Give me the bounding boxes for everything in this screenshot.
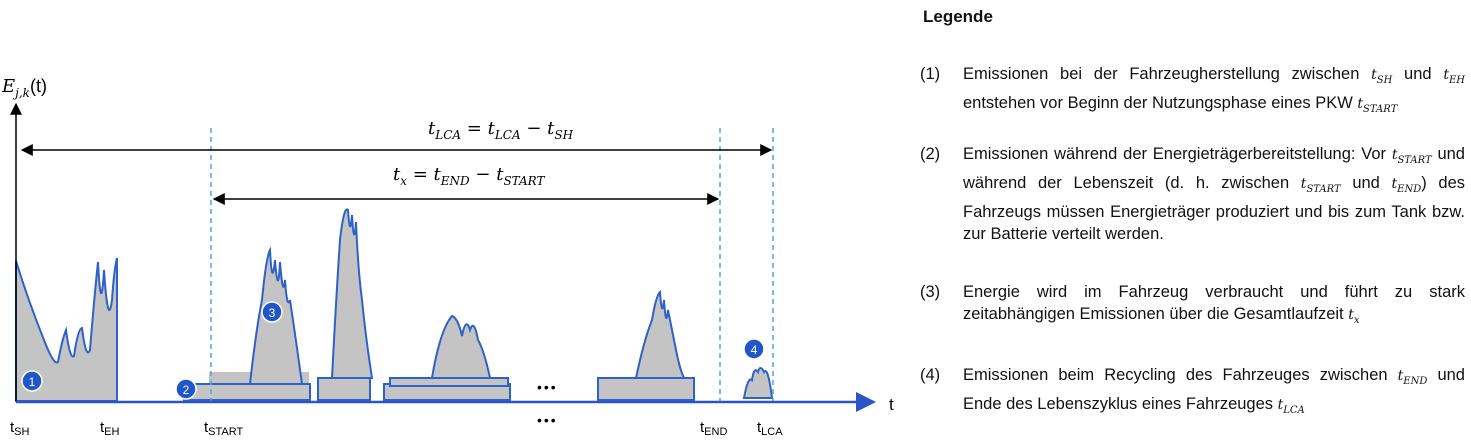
manufacturing-emissions [15,257,118,402]
legend-item-text: Energie wird im Fahrzeug verbraucht und … [963,283,1465,326]
svg-text:4: 4 [751,343,758,357]
tick-label-eh: tEH [100,419,120,438]
usage-emissions [634,289,686,379]
legend-item-number: (4) [920,366,941,384]
legend-item-2: (2) Emissionen während der Energieträger… [920,143,1465,245]
legend-item-text: Emissionen bei der Fahrzeugherstellung z… [963,65,1465,115]
energy-supply-bar [317,377,371,401]
usage-emissions [430,314,492,379]
energy-supply-bar [389,377,509,387]
marker-3: 3 [261,301,283,323]
usage-emissions [330,208,374,379]
energy-supply-bar [597,377,695,401]
tick-label-sh: tSH [10,419,30,438]
lifecycle-emission-diagram: tLCA = tLCA − tSH tx = tEND − tSTART Ej,… [1,76,894,438]
x-axis-label: t [889,395,894,414]
y-axis-label: Ej,k(t) [1,76,47,100]
ellipsis-top: ••• [537,379,558,395]
legend-item-3: (3) Energie wird im Fahrzeug verbraucht … [920,281,1465,332]
marker-4: 4 [743,338,765,360]
legend-item-number: (3) [920,283,941,301]
time-guides [210,128,774,405]
energy-supply-bar [183,383,311,401]
legend-item-text: Emissionen beim Recycling des Fahrzeuges… [963,366,1465,416]
legend-item-text: Emissionen während der Energieträgerbere… [963,145,1465,243]
legend: Legende (1) Emissionen bei der Fahrzeugh… [920,0,1465,446]
svg-text:2: 2 [183,383,190,397]
marker-1: 1 [21,370,43,392]
legend-item-1: (1) Emissionen bei der Fahrzeugherstellu… [920,63,1465,121]
legend-item-4: (4) Emissionen beim Recycling des Fahrze… [920,364,1465,422]
formula-x: tx = tEND − tSTART [393,164,545,188]
tick-label-start: tSTART [204,419,243,438]
svg-text:1: 1 [29,375,36,389]
ellipsis-bottom: ••• [537,412,558,428]
formula-lca: tLCA = tLCA − tSH [428,118,574,142]
tick-labels: tSH tEH tSTART tEND tLCA [10,419,783,438]
recycling-emissions [742,367,774,399]
marker-2: 2 [175,378,197,400]
svg-text:3: 3 [269,306,276,320]
legend-item-number: (1) [920,65,941,83]
legend-title: Legende [923,7,993,26]
tick-label-lca: tLCA [757,419,783,438]
emission-shapes [15,208,774,402]
legend-item-number: (2) [920,145,941,163]
tick-label-end: tEND [700,419,727,438]
